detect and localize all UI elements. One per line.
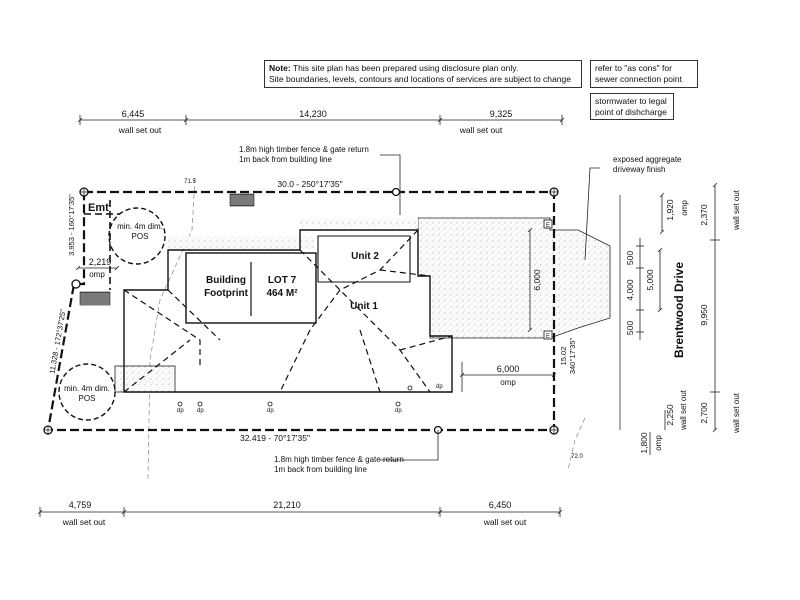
top-dimension-string [77, 115, 565, 125]
street-dims [636, 182, 720, 455]
street-dim-5000: 5,000 [645, 269, 655, 291]
pos-circle-lower [58, 363, 116, 421]
hatched-unit-top [229, 193, 255, 207]
driveway-strip [168, 236, 314, 249]
street-dim-500b: 500 [625, 321, 635, 335]
electrical-pits [543, 219, 553, 340]
fence-top-line-2: 1m back from building line [239, 155, 332, 164]
boundary-left-upper: 3.953 - 160°17'35" [67, 194, 76, 256]
pit-label-bottom: E [546, 334, 550, 340]
bottom-dim-1: 4,759 [69, 500, 92, 510]
boundary-right-length: 15.02 [559, 347, 568, 366]
driveway-note-2: driveway finish [613, 165, 665, 174]
fence-leaders [380, 154, 439, 461]
fence-top-line-1: 1.8m high timber fence & gate return [239, 145, 369, 154]
street-dim-1920: 1,920 [665, 199, 675, 221]
storm-note-line-1: stormwater to legal [595, 96, 667, 106]
street-dim-500a: 500 [625, 251, 635, 265]
dp-label-5: dp [436, 384, 443, 390]
sewer-note-line-1: refer to "as cons" for [595, 63, 672, 73]
dp-label-3: dp [267, 408, 274, 414]
pos-lower-label-1: min. 4m dim. [64, 384, 110, 393]
pos-upper-label-2: POS [132, 232, 149, 241]
top-dim-3: 9,325 [490, 109, 513, 119]
pos-lower-label-2: POS [79, 394, 96, 403]
disclosure-note-box: Note: This site plan has been prepared u… [264, 60, 582, 88]
building-footprint-label-1: Building [206, 275, 246, 286]
bottom-dim-2: 21,210 [273, 500, 301, 510]
driveway-leader [584, 167, 600, 261]
stormwater-note-box: stormwater to legal point of dishcharge [590, 93, 674, 120]
building-footprint-label-2: Footprint [204, 288, 249, 299]
sewer-note-line-2: sewer connection point [595, 74, 682, 84]
left-setback-omp: omp [89, 270, 105, 279]
boundary-bottom: 32.419 - 70°17'35" [240, 433, 310, 443]
street-dim-1920-omp: omp [680, 200, 689, 216]
bottom-dim-3: 6,450 [489, 500, 512, 510]
unit-1-label: Unit 1 [350, 301, 378, 312]
note-line-1: This site plan has been prepared using d… [292, 63, 519, 73]
drive-width-dim [527, 227, 533, 333]
pit-label-top: E [546, 223, 550, 229]
contour-lines [147, 177, 586, 481]
driveway-note-1: exposed aggregate [613, 155, 682, 164]
top-wall-set-out-left: wall set out [118, 125, 162, 135]
dp-label-4: dp [395, 408, 402, 414]
rear-paving [114, 365, 176, 393]
street-dim-4000: 4,000 [625, 279, 635, 301]
street-wall-set-out-2: wall set out [679, 389, 688, 431]
street-wall-set-out-3: wall set out [732, 392, 741, 434]
street-dim-1800: 1,800 [639, 432, 649, 454]
dp-label-2: dp [197, 408, 204, 414]
dp-label-1: dp [177, 408, 184, 414]
driveway-area [417, 217, 611, 339]
garage-outline [317, 235, 411, 283]
street-dim-2250: 2,250 [665, 404, 675, 426]
left-setback-dim [75, 265, 120, 271]
bottom-wall-set-out-left: wall set out [62, 517, 106, 527]
roof-hip-lines [123, 229, 453, 393]
note-heading: Note: [269, 63, 291, 73]
bottom-dimension-string [37, 507, 563, 517]
omp-dim [459, 362, 557, 392]
street-dim-1800-omp: omp [654, 435, 663, 451]
street-dim-2700: 2,700 [699, 402, 709, 424]
level-top: 71.5 [184, 179, 196, 185]
top-dim-1: 6,445 [122, 109, 145, 119]
fence-bottom-line-2: 1m back from building line [274, 465, 367, 474]
pos-upper-label-1: min. 4m dim. [117, 222, 163, 231]
easement-lines [84, 200, 120, 290]
drive-width-value: 6,000 [532, 269, 542, 291]
sewer-note-box: refer to "as cons" for sewer connection … [590, 60, 698, 88]
top-wall-set-out-right: wall set out [459, 125, 503, 135]
lot-number-label: LOT 7 [268, 275, 297, 286]
top-dim-2: 14,230 [299, 109, 327, 119]
pos-circle-upper [108, 207, 166, 265]
street-name: Brentwood Drive [672, 262, 686, 358]
omp-dim-value: 6,000 [497, 364, 520, 374]
street-wall-set-out-1: wall set out [732, 189, 741, 231]
building-footprint-box [185, 252, 317, 324]
street-dim-2370: 2,370 [699, 204, 709, 226]
boundary-top: 30.0 - 250°17'35" [277, 179, 342, 189]
level-bottom: 72.0 [571, 454, 583, 460]
lot-area-label: 464 M² [266, 288, 298, 299]
unit-2-label: Unit 2 [351, 251, 379, 262]
fence-bottom-line-1: 1.8m high timber fence & gate return [274, 455, 404, 464]
downpipe-markers [177, 385, 413, 407]
omp-dim-label: omp [500, 378, 516, 387]
peg-centres [44, 188, 558, 434]
hatched-unit-left [79, 291, 111, 306]
storm-note-line-2: point of dishcharge [595, 107, 667, 117]
street-dim-9950: 9,950 [699, 304, 709, 326]
note-line-2: Site boundaries, levels, contours and lo… [269, 74, 571, 84]
easement-label: Emt [88, 202, 109, 214]
bottom-wall-set-out-right: wall set out [483, 517, 527, 527]
boundary-right-bearing: 340°17'35" [568, 338, 577, 375]
left-setback-value: 2,219 [89, 257, 112, 267]
path-strip [300, 218, 418, 228]
